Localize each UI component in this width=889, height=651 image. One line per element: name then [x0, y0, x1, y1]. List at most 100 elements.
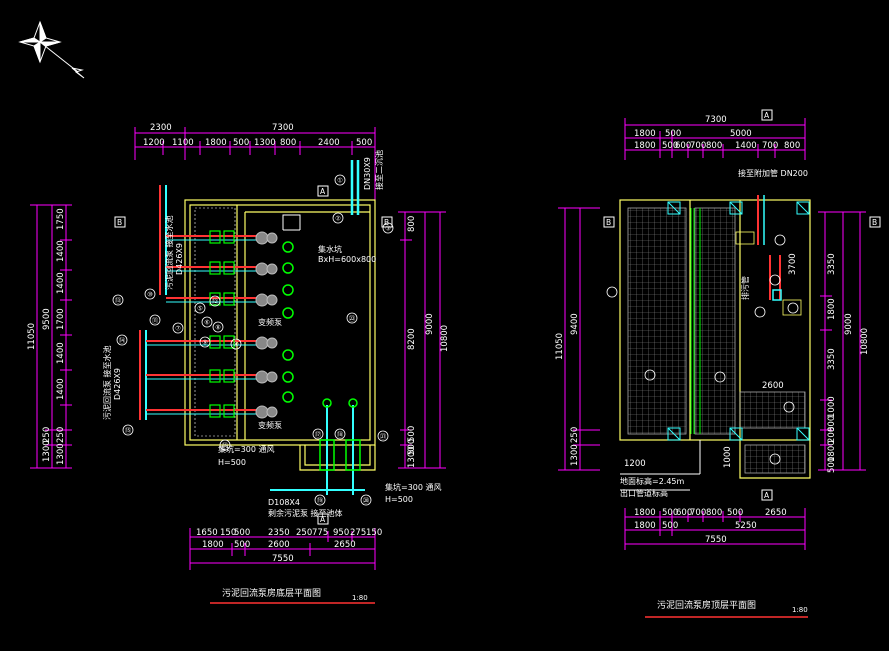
trench-label: H=500	[218, 458, 246, 467]
left-top-dim: 2400	[318, 138, 340, 148]
right-bottom-dim: 1800	[634, 521, 656, 531]
pipe-label-left: D426X9	[175, 243, 184, 275]
pump-symbol	[255, 293, 269, 307]
left-right-dim: 800	[407, 216, 417, 232]
left-bottom-dim: 950	[333, 528, 349, 538]
right-top-dim: 1800	[634, 141, 656, 151]
right-right-dim: 200	[827, 427, 837, 443]
callout-circle	[144, 288, 156, 300]
left-top-dim: 500	[233, 138, 249, 148]
valve-symbol	[209, 404, 221, 418]
right-right-dim: 1800	[827, 298, 837, 320]
left-bottom-dim: 150	[220, 528, 236, 538]
left-bottom-dim: 500	[234, 540, 250, 550]
axis-marker: A	[764, 111, 770, 120]
left-side-dim: 11050	[27, 323, 37, 350]
right-right-dim: 800	[827, 416, 837, 432]
callout-circle	[230, 338, 242, 350]
left-right-dim: 500	[407, 426, 417, 442]
right-top-dim: 700	[690, 141, 706, 151]
left-plan-title: 污泥回流泵房底层平面图	[222, 587, 321, 599]
right-right-dim: 1800	[827, 440, 837, 462]
callout-circle	[346, 312, 358, 324]
right-top-dim: 7300	[705, 115, 727, 125]
left-side-dim: 1400	[56, 240, 66, 262]
left-bottom-dim: 500	[234, 528, 250, 538]
right-right-dim: 3350	[827, 348, 837, 370]
callout-number: ⑧	[215, 323, 221, 331]
left-bottom-dim: 1800	[202, 540, 224, 550]
left-top-dim: 1300	[254, 138, 276, 148]
right-bottom-dim: 600	[676, 508, 692, 518]
callout-circle	[116, 334, 128, 346]
left-top-dim: 7300	[272, 123, 294, 133]
right-bottom-dim: 700	[690, 508, 706, 518]
callout-circle	[377, 430, 389, 442]
pump-label: 变频泵	[258, 317, 282, 327]
callout-number: ⑯	[222, 441, 229, 449]
valve-symbol	[223, 404, 235, 418]
callout-circle	[149, 314, 161, 326]
left-side-dim: 1750	[56, 208, 66, 230]
left-side-dim: 1400	[56, 378, 66, 400]
pump-symbol	[255, 405, 269, 419]
callout-number: ⑱	[337, 430, 344, 438]
left-bottom-dim: 2650	[334, 540, 356, 550]
right-right-dim: 9000	[844, 313, 854, 335]
pump-symbol	[266, 406, 278, 418]
right-top-dim: 500	[665, 129, 681, 139]
callout-number: ②	[335, 214, 341, 222]
left-bottom-dim: 7550	[272, 554, 294, 564]
top-pipe-label: 接至附加管 DN200	[738, 168, 808, 178]
left-right-dim: 500	[407, 439, 417, 455]
left-top-dim: 1800	[205, 138, 227, 148]
callout-circle	[334, 428, 346, 440]
left-right-dim: 8200	[407, 328, 417, 350]
axis-marker: A	[320, 187, 326, 196]
right-plan-scale: 1:80	[792, 606, 808, 614]
callout-circle	[312, 428, 324, 440]
axis-marker: B	[606, 218, 611, 227]
callout-number: ㉑	[380, 432, 387, 440]
left-side-dim: 1700	[56, 308, 66, 330]
callout-number: ⑦	[175, 324, 181, 332]
axis-marker: B	[872, 218, 877, 227]
callout-number: ⑤	[197, 304, 203, 312]
callout-circle	[209, 295, 221, 307]
trench-label: 集坑=300 通风	[218, 444, 275, 454]
left-side-dim: 1400	[56, 342, 66, 364]
callout-number: ⑪	[152, 316, 159, 324]
pump-symbol	[266, 232, 278, 244]
callout-circle	[212, 321, 224, 333]
inner-dim: 1000	[723, 446, 733, 468]
callout-number: ㉒	[349, 314, 356, 322]
valve-symbol	[223, 335, 235, 349]
inner-dim: 3700	[788, 253, 798, 275]
callout-number: ⑫	[212, 297, 219, 305]
callout-circle	[382, 222, 394, 234]
callout-circle	[314, 494, 326, 506]
callout-number: ⑮	[125, 426, 132, 434]
sump-size: BxH=600x800	[318, 255, 376, 264]
bottom-pipe-label: D108X4	[268, 498, 300, 507]
left-top-dim: 800	[280, 138, 296, 148]
right-bottom-dim: 1800	[634, 508, 656, 518]
left-top-dim: 2300	[150, 123, 172, 133]
right-left-dim: 9400	[570, 313, 580, 335]
left-right-dim: 10800	[440, 325, 450, 352]
callout-number: ⑳	[363, 496, 370, 504]
axis-marker: B	[117, 218, 122, 227]
callout-circle	[122, 424, 134, 436]
callout-number: ⑩	[147, 290, 153, 298]
trench-label: H=500	[385, 495, 413, 504]
right-top-dim: 500	[662, 141, 678, 151]
level-note: 出口管道标高	[620, 488, 668, 498]
callout-circle	[219, 439, 231, 451]
left-bottom-dim: 150	[366, 528, 382, 538]
left-side-dim: 1300	[42, 440, 52, 462]
right-top-dim: 800	[706, 141, 722, 151]
callout-number: ⑨	[202, 338, 208, 346]
axis-marker: A	[764, 491, 770, 500]
pump-symbol	[266, 371, 278, 383]
